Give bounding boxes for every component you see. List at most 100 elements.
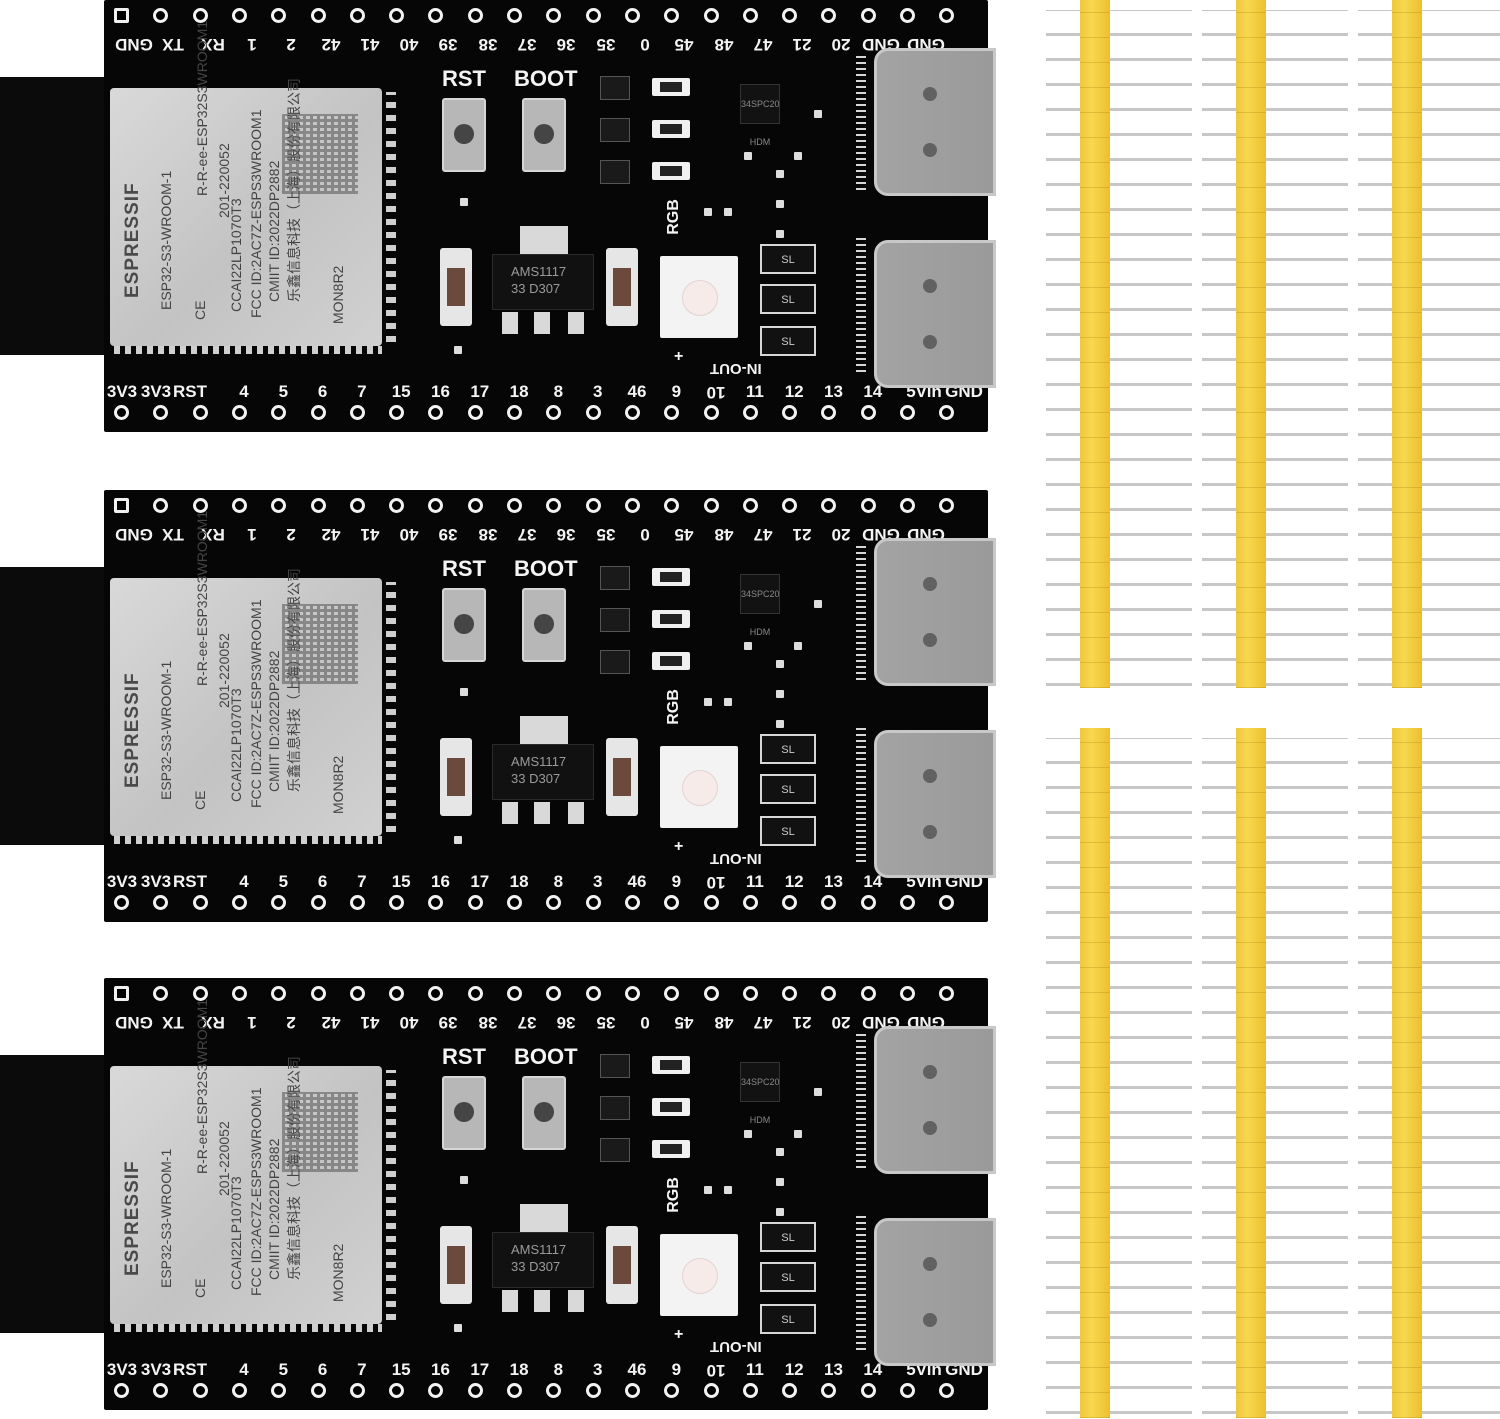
- status-led: [652, 1140, 690, 1158]
- bottom-pin-label: 3V3: [140, 1360, 172, 1379]
- pin-hole: [231, 1383, 247, 1398]
- regulator-leg: [534, 802, 550, 824]
- smd-resistor: [814, 1088, 822, 1096]
- pin-hole: [546, 895, 562, 910]
- header-pins: [1202, 10, 1348, 686]
- pin-hole: [703, 8, 719, 23]
- smd-resistor: [776, 1148, 784, 1156]
- header-plastic: [1236, 0, 1266, 688]
- smd-resistor: [724, 208, 732, 216]
- usb-pins: [856, 236, 866, 372]
- in-out-label: IN-OUT: [710, 850, 762, 867]
- datamatrix-code: [282, 604, 358, 684]
- bottom-pin-label: 11: [745, 872, 764, 891]
- header-plastic: [1080, 0, 1110, 688]
- transistor: [600, 1138, 630, 1162]
- boot-button: [522, 98, 566, 172]
- usb-c-port: [874, 1218, 996, 1366]
- pin-hole: [389, 895, 405, 910]
- pin-hole: [703, 498, 719, 513]
- boot-label: BOOT: [514, 556, 578, 581]
- bottom-pin-label: 8: [553, 382, 564, 401]
- pin-hole: [467, 405, 483, 420]
- bottom-pin-label: 10: [706, 873, 726, 892]
- smd-resistor: [776, 170, 784, 178]
- bottom-pin-label: RST: [173, 1360, 207, 1379]
- pin-hole: [231, 986, 247, 1001]
- bottom-pin-label: 46: [627, 1360, 647, 1379]
- in-out-label: IN-OUT: [710, 1338, 762, 1355]
- pin-hole: [271, 8, 287, 23]
- pin-hole: [428, 8, 444, 23]
- smd-resistor: [744, 152, 752, 160]
- bottom-pin-label: 9: [671, 382, 682, 401]
- antenna-section: [0, 77, 104, 355]
- bottom-pin-label: 8: [553, 872, 564, 891]
- usb-c-port: [874, 538, 996, 686]
- pin-hole: [428, 498, 444, 513]
- pin-hole: [742, 405, 758, 420]
- pin-hole: [821, 405, 837, 420]
- bottom-pin-row: [104, 405, 988, 427]
- pin-hole: [310, 986, 326, 1001]
- boot-button: [522, 1076, 566, 1150]
- pin-hole: [900, 498, 915, 513]
- bottom-pin-label: 12: [784, 1360, 804, 1379]
- bottom-pin-label: 4: [239, 382, 249, 401]
- pin-hole: [349, 895, 365, 910]
- top-pin-label: GND: [115, 1013, 153, 1032]
- pin-hole: [782, 498, 798, 513]
- bottom-pin-label: 7: [357, 382, 367, 401]
- module-text: CMIIT ID:2022DP2882: [266, 160, 282, 302]
- bottom-pin-label: RST: [173, 872, 207, 891]
- pin-hole: [192, 1383, 208, 1398]
- bottom-pin-label: 15: [391, 1360, 411, 1379]
- header-pins: [1358, 738, 1500, 1414]
- castellated-pads: [114, 346, 382, 354]
- pin-hole: [860, 986, 876, 1001]
- bottom-pin-label: 4: [239, 1360, 249, 1379]
- top-pin-label: 35: [596, 35, 616, 54]
- top-pin-label: 42: [321, 35, 340, 54]
- top-pin-label: 45: [674, 1013, 694, 1032]
- pin-hole: [153, 405, 169, 420]
- pin-hole: [153, 895, 169, 910]
- pin-header: [1392, 0, 1422, 688]
- bottom-pin-label: 3: [592, 1360, 603, 1379]
- header-pins: [1202, 738, 1348, 1414]
- transistor: [600, 650, 630, 674]
- pin-hole: [507, 1383, 522, 1398]
- top-pin-label: 47: [753, 35, 773, 54]
- bottom-pin-label: 46: [627, 872, 647, 891]
- pin-hole: [742, 986, 758, 1001]
- smd-resistor: [814, 600, 822, 608]
- pin-hole: [349, 405, 365, 420]
- top-pin-row: [104, 8, 988, 30]
- regulator-text: 33 D307: [511, 771, 561, 786]
- boot-button: [522, 588, 566, 662]
- top-pin-label: 0: [640, 1013, 650, 1032]
- pin-hole: [900, 8, 915, 23]
- usb-pins: [856, 1214, 866, 1350]
- bottom-pin-row: [104, 895, 988, 917]
- bottom-pin-label: 12: [784, 872, 804, 891]
- module-text: ESPRESSIF: [122, 1160, 143, 1276]
- module-text: FCC ID:2AC7Z-ESPS3WROOM1: [248, 109, 264, 318]
- usb-pins: [856, 1032, 866, 1168]
- pin-hole: [507, 498, 522, 513]
- top-pin-label: 1: [247, 1013, 257, 1032]
- bottom-pin-row: [104, 1383, 988, 1405]
- pin-hole: [821, 8, 837, 23]
- regulator-tab: [520, 1204, 568, 1234]
- top-pin-label: 0: [640, 525, 650, 544]
- top-pin-label: GND: [115, 525, 153, 544]
- smd-resistor: [814, 110, 822, 118]
- pin-hole: [860, 405, 876, 420]
- regulator-tab: [520, 226, 568, 256]
- transistor: [600, 566, 630, 590]
- schottky-diode: SL: [760, 816, 816, 846]
- pin-hole: [939, 405, 955, 420]
